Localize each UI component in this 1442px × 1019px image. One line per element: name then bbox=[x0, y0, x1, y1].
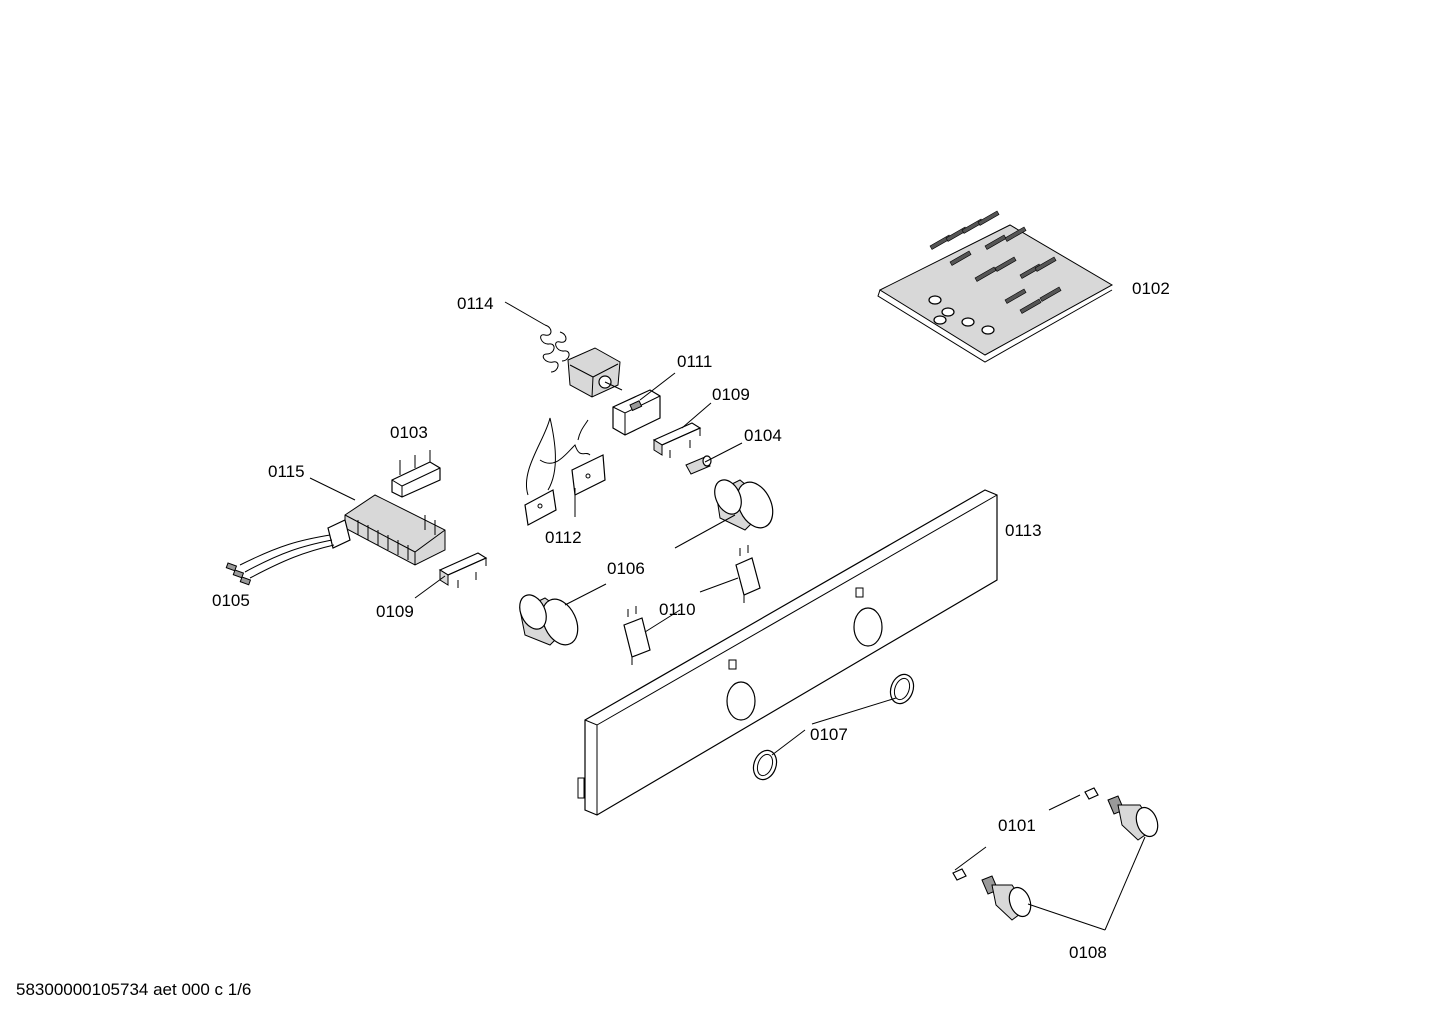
label-0110: 0110 bbox=[659, 600, 696, 619]
label-0107: 0107 bbox=[810, 725, 848, 744]
sleeve-part-lower bbox=[519, 594, 579, 646]
knob-insert-upper bbox=[1084, 787, 1099, 800]
label-0112: 0112 bbox=[545, 528, 582, 547]
wiring-plates-part bbox=[524, 417, 606, 526]
thermostat-part bbox=[504, 301, 623, 398]
switch-part-upper bbox=[735, 545, 761, 603]
label-0111: 0111 bbox=[677, 352, 712, 371]
label-0103: 0103 bbox=[390, 423, 428, 442]
label-0104: 0104 bbox=[744, 426, 782, 445]
document-footer: 58300000105734 aet 000 c 1/6 bbox=[16, 980, 252, 999]
control-panel-part bbox=[577, 489, 998, 816]
label-0108: 0108 bbox=[1069, 943, 1107, 962]
clip-part-0109-upper bbox=[652, 422, 702, 458]
switch-part-lower bbox=[623, 606, 651, 665]
screw-bag-part bbox=[877, 210, 1114, 363]
wire-connector-part bbox=[225, 519, 351, 586]
label-0102: 0102 bbox=[1132, 279, 1170, 298]
bracket-part-0103 bbox=[391, 450, 441, 498]
label-0109-upper: 0109 bbox=[712, 385, 750, 404]
label-0114: 0114 bbox=[457, 294, 494, 313]
ring-part-lower bbox=[752, 749, 778, 781]
label-0115: 0115 bbox=[268, 462, 305, 481]
knob-insert-lower bbox=[952, 868, 967, 881]
ring-part-upper bbox=[889, 673, 915, 705]
label-0105: 0105 bbox=[212, 591, 250, 610]
clip-part-0109-lower bbox=[438, 552, 488, 588]
sleeve-part-upper bbox=[714, 479, 774, 531]
label-0106: 0106 bbox=[607, 559, 645, 578]
label-0101: 0101 bbox=[998, 816, 1036, 835]
knob-part-upper bbox=[1107, 795, 1159, 841]
terminal-block-part bbox=[344, 494, 446, 566]
leader-lines bbox=[309, 372, 1146, 931]
bracket-part-0111 bbox=[612, 389, 661, 436]
knob-part-lower bbox=[981, 875, 1032, 921]
pin-part-0104 bbox=[685, 455, 712, 475]
label-0113: 0113 bbox=[1005, 521, 1042, 540]
label-0109-lower: 0109 bbox=[376, 602, 414, 621]
